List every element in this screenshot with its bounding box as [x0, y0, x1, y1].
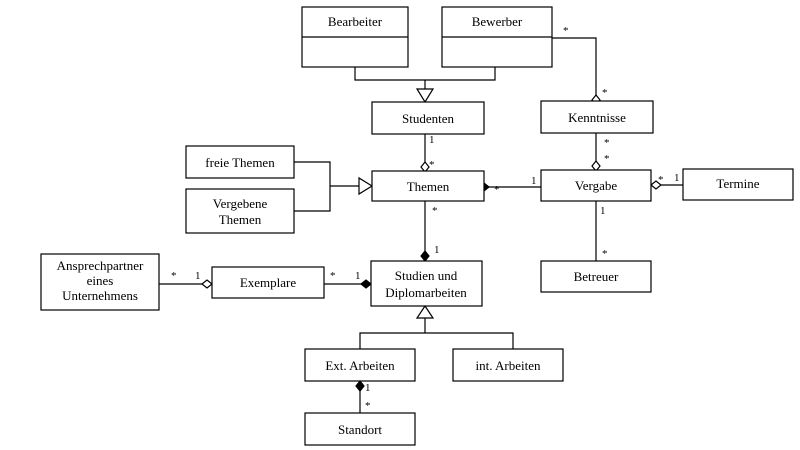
class-vergabe[interactable]: Vergabe [540, 169, 652, 202]
class-ansprechpartner-line3: Unternehmens [62, 288, 138, 303]
composition-themen-studien [420, 201, 430, 262]
class-betreuer-name: Betreuer [574, 269, 619, 284]
class-studien-diplomarbeiten[interactable]: Studien und Diplomarbeiten [370, 260, 483, 307]
mult-ext-standort-standort: * [365, 400, 371, 412]
class-vergabe-name: Vergabe [575, 178, 618, 193]
association-bewerber-kenntnisse [552, 37, 601, 106]
mult-ansprech-exemplare-ansprech: * [171, 270, 177, 282]
mult-bewerber-kenntnisse-bewerber: * [563, 25, 569, 37]
class-bewerber[interactable]: Bewerber [441, 6, 553, 68]
class-freie-themen[interactable]: freie Themen [185, 145, 295, 179]
composition-diamond [420, 250, 430, 262]
composition-diamond [355, 380, 365, 392]
class-freie-themen-name: freie Themen [205, 155, 275, 170]
class-exemplare-name: Exemplare [240, 275, 297, 290]
class-studenten[interactable]: Studenten [371, 101, 485, 135]
composition-diamond [360, 279, 372, 289]
class-vergebene-themen-line2: Themen [219, 212, 262, 227]
generalization-arrowhead [415, 304, 435, 319]
mult-vergabe-betreuer-betreuer: * [602, 248, 608, 260]
class-vergebene-themen-line1: Vergebene [213, 196, 268, 211]
mult-vergabe-termine-vergabe: * [658, 174, 664, 186]
composition-ext-standort [355, 380, 365, 413]
class-standort-name: Standort [338, 422, 382, 437]
class-int-arbeiten[interactable]: int. Arbeiten [452, 348, 564, 382]
generalization-bearbeiter-bewerber-studenten [354, 67, 496, 104]
class-bewerber-name: Bewerber [472, 14, 523, 29]
association-vergabe-termine [650, 180, 683, 190]
mult-exemplare-studien-exemplare: * [330, 270, 336, 282]
generalization-themen-subtypes [294, 161, 374, 212]
mult-themen-vergabe-vergabe: 1 [531, 175, 537, 187]
class-standort[interactable]: Standort [304, 412, 416, 446]
class-kenntnisse-name: Kenntnisse [568, 110, 626, 125]
mult-ext-standort-ext: 1 [365, 382, 371, 394]
class-studenten-name: Studenten [402, 111, 454, 126]
association-kenntnisse-vergabe [591, 133, 601, 172]
generalization-arrowhead [358, 176, 374, 196]
class-termine-name: Termine [716, 176, 759, 191]
class-studien-line1: Studien und [395, 268, 458, 283]
mult-themen-studien-themen: * [432, 205, 438, 217]
mult-exemplare-studien-studien: 1 [355, 270, 361, 282]
generalization-arrowhead [415, 88, 435, 104]
mult-kenntnisse-vergabe-vergabe: * [604, 153, 610, 165]
mult-studenten-themen-themen: * [429, 159, 435, 171]
mult-themen-studien-studien: 1 [434, 244, 440, 256]
class-themen-name: Themen [407, 179, 450, 194]
class-ext-arbeiten[interactable]: Ext. Arbeiten [304, 348, 416, 382]
class-termine[interactable]: Termine [682, 168, 794, 201]
mult-studenten-themen-studenten: 1 [429, 134, 435, 146]
association-studenten-themen [420, 134, 430, 173]
class-int-arbeiten-name: int. Arbeiten [476, 358, 541, 373]
mult-kenntnisse-vergabe-kenntnisse: * [604, 137, 610, 149]
association-ansprechpartner-exemplare [159, 279, 213, 289]
class-exemplare[interactable]: Exemplare [211, 266, 325, 299]
class-bearbeiter[interactable]: Bearbeiter [301, 6, 409, 68]
mult-themen-vergabe-themen: * [494, 184, 500, 196]
class-ext-arbeiten-name: Ext. Arbeiten [325, 358, 395, 373]
class-kenntnisse[interactable]: Kenntnisse [540, 100, 654, 134]
class-studien-line2: Diplomarbeiten [385, 285, 467, 300]
mult-vergabe-betreuer-vergabe: 1 [600, 205, 606, 217]
class-bearbeiter-name: Bearbeiter [328, 14, 383, 29]
mult-bewerber-kenntnisse-kenntnisse: * [602, 87, 608, 99]
mult-vergabe-termine-termine: 1 [674, 172, 680, 184]
mult-ansprech-exemplare-exemplare: 1 [195, 270, 201, 282]
generalization-arbeiten-studien [359, 304, 514, 349]
class-themen[interactable]: Themen [371, 170, 485, 202]
aggregation-diamond [201, 279, 213, 289]
class-vergebene-themen[interactable]: Vergebene Themen [185, 188, 295, 234]
class-ansprechpartner[interactable]: Ansprechpartner eines Unternehmens [40, 253, 160, 311]
class-ansprechpartner-line2: eines [87, 273, 114, 288]
class-betreuer[interactable]: Betreuer [540, 260, 652, 293]
class-ansprechpartner-line1: Ansprechpartner [57, 258, 144, 273]
